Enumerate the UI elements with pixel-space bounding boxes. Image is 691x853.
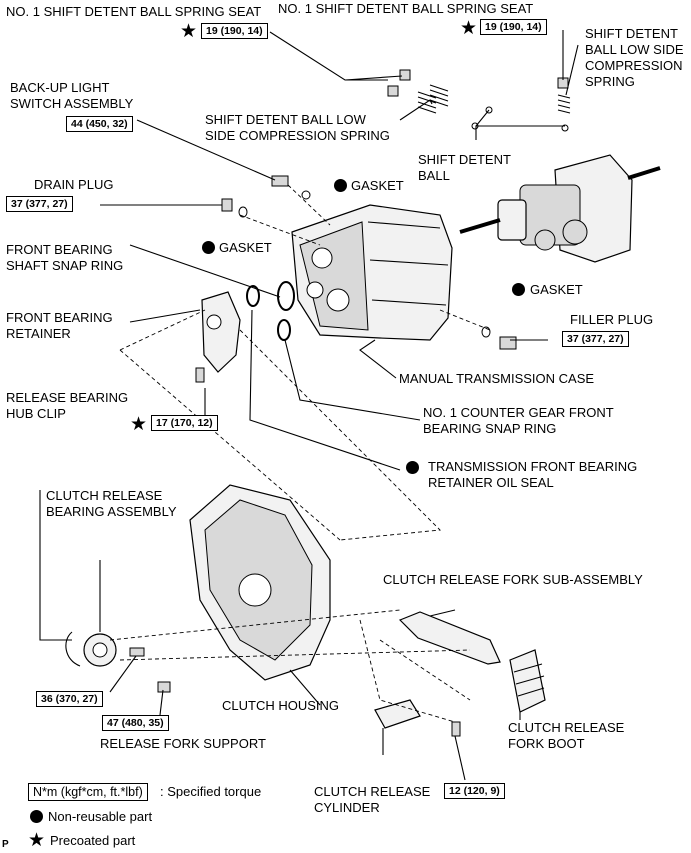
label-filler-plug: FILLER PLUG <box>570 312 654 327</box>
torque-filler-plug: 37 (377, 27) <box>562 331 629 347</box>
alignment-lines <box>109 184 491 723</box>
label-gasket-left: GASKET <box>219 240 272 255</box>
label-hub-clip-1: RELEASE BEARING <box>6 390 129 405</box>
label-release-bearing-2: BEARING ASSEMBLY <box>46 504 177 519</box>
torque-drain-plug: 37 (377, 27) <box>6 196 73 212</box>
transmission-case-drawing <box>291 204 453 341</box>
label-oil-seal-2: RETAINER OIL SEAL <box>428 475 554 490</box>
label-release-fork-support: RELEASE FORK SUPPORT <box>100 736 266 751</box>
label-gasket-top: GASKET <box>351 178 404 193</box>
label-fork-boot-2: FORK BOOT <box>508 736 585 751</box>
label-spring-right-4: SPRING <box>585 74 635 89</box>
precoated-star-icon: ★ <box>180 21 198 42</box>
label-counter-gear-snap-1: NO. 1 COUNTER GEAR FRONT <box>423 405 614 420</box>
torque-release-cylinder-bolt: 12 (120, 9) <box>444 783 505 799</box>
precoated-star-icon: ★ <box>130 414 148 435</box>
non-reusable-dot-icon <box>512 283 525 296</box>
label-backup-switch-1: BACK-UP LIGHT <box>10 80 110 95</box>
torque-backup-switch: 44 (450, 32) <box>66 116 133 132</box>
torque-retainer-bolt: 17 (170, 12) <box>151 415 218 431</box>
label-spring-seat-right: NO. 1 SHIFT DETENT BALL SPRING SEAT <box>278 1 534 16</box>
legend-precoated-text: Precoated part <box>50 833 136 848</box>
torque-spring-seat-left: 19 (190, 14) <box>201 23 268 39</box>
legend-torque-box: N*m (kgf*cm, ft.*lbf) <box>28 783 148 801</box>
label-clutch-housing: CLUTCH HOUSING <box>222 698 340 713</box>
label-spring-seat-left: NO. 1 SHIFT DETENT BALL SPRING SEAT <box>6 4 262 19</box>
label-hub-clip-2: HUB CLIP <box>6 406 66 421</box>
fastener-drawings <box>195 69 571 383</box>
front-bearing-retainer-drawing <box>201 291 241 373</box>
label-spring-mid-2: SIDE COMPRESSION SPRING <box>205 128 390 143</box>
torque-release-fork-support: 47 (480, 35) <box>102 715 169 731</box>
precoated-star-icon: ★ <box>460 18 478 39</box>
page-code: P <box>2 839 9 850</box>
label-spring-right-2: BALL LOW SIDE <box>585 42 684 57</box>
label-release-cylinder-1: CLUTCH RELEASE <box>314 784 431 799</box>
label-gasket-right: GASKET <box>530 282 583 297</box>
label-fork-boot-1: CLUTCH RELEASE <box>508 720 625 735</box>
legend-nonreusable-text: Non-reusable part <box>48 809 153 824</box>
label-release-fork: CLUTCH RELEASE FORK SUB-ASSEMBLY <box>383 572 643 587</box>
label-oil-seal-1: TRANSMISSION FRONT BEARING <box>428 459 638 474</box>
label-release-cylinder-2: CYLINDER <box>314 800 380 815</box>
label-spring-mid-1: SHIFT DETENT BALL LOW <box>205 112 366 127</box>
gear-assembly-drawing <box>459 154 661 263</box>
label-backup-switch-2: SWITCH ASSEMBLY <box>10 96 134 111</box>
leader-lines <box>39 30 579 781</box>
label-retainer-1: FRONT BEARING <box>6 310 113 325</box>
non-reusable-dot-icon <box>30 810 43 823</box>
label-spring-right-3: COMPRESSION <box>585 58 683 73</box>
label-front-bearing-snap-2: SHAFT SNAP RING <box>6 258 124 273</box>
torque-release-bearing-bolt: 36 (370, 27) <box>36 691 103 707</box>
clutch-release-fork-boot-drawing <box>509 649 546 713</box>
clutch-release-fork-drawing <box>398 611 501 665</box>
oil-seal-drawing <box>246 285 260 307</box>
precoated-star-icon: ★ <box>28 830 46 851</box>
label-detent-ball-2: BALL <box>418 168 450 183</box>
clutch-release-bearing-drawing <box>65 631 117 667</box>
label-retainer-2: RETAINER <box>6 326 71 341</box>
non-reusable-dot-icon <box>334 179 347 192</box>
clutch-housing-drawing <box>189 484 331 681</box>
torque-spring-seat-right: 19 (190, 14) <box>480 19 547 35</box>
counter-gear-snap-ring-drawing <box>277 319 291 341</box>
label-front-bearing-snap-1: FRONT BEARING <box>6 242 113 257</box>
label-spring-right-1: SHIFT DETENT <box>585 26 678 41</box>
label-drain-plug: DRAIN PLUG <box>34 177 114 192</box>
non-reusable-dot-icon <box>202 241 215 254</box>
label-detent-ball-1: SHIFT DETENT <box>418 152 511 167</box>
label-release-bearing-1: CLUTCH RELEASE <box>46 488 163 503</box>
label-transmission-case: MANUAL TRANSMISSION CASE <box>399 371 595 386</box>
clutch-release-cylinder-drawing <box>129 647 461 737</box>
legend-torque-text: : Specified torque <box>160 784 262 799</box>
label-counter-gear-snap-2: BEARING SNAP RING <box>423 421 557 436</box>
non-reusable-dot-icon <box>406 461 419 474</box>
front-bearing-snap-ring-drawing <box>277 281 295 311</box>
